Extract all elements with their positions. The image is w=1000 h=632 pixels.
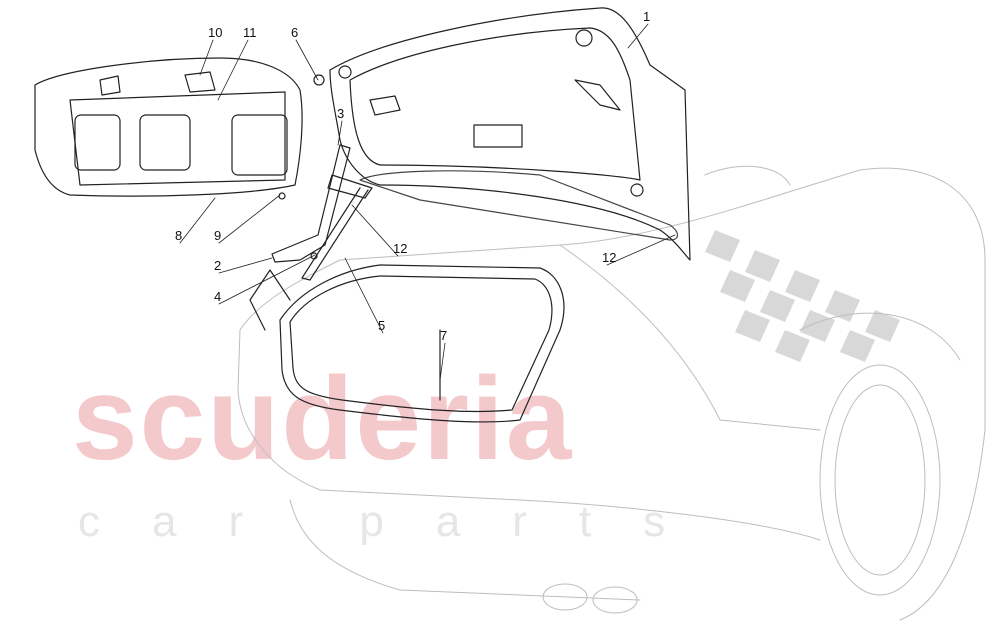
callout-12: 12 <box>393 241 408 256</box>
callout-7: 7 <box>440 328 448 343</box>
inner-panel <box>34 57 303 197</box>
watermark-sub: car parts <box>78 497 718 546</box>
leader-line <box>606 234 676 266</box>
leader-line <box>199 39 214 76</box>
trunk-opening <box>249 170 679 423</box>
trunk-lid <box>329 7 691 261</box>
leader-line <box>337 120 343 146</box>
callout-12: 12 <box>602 250 617 265</box>
leader-line <box>295 39 319 81</box>
car-body <box>237 165 986 621</box>
callout-4: 4 <box>214 289 222 304</box>
callout-10: 10 <box>208 25 223 40</box>
checker-flag <box>705 230 900 362</box>
callout-6: 6 <box>291 25 299 40</box>
callout-11: 11 <box>243 25 257 40</box>
callout-8: 8 <box>175 228 183 243</box>
leader-line <box>218 254 316 305</box>
leader-line <box>179 197 216 244</box>
leader-line <box>218 257 273 274</box>
callout-1: 1 <box>643 9 651 24</box>
watermark-brand: scuderia <box>72 353 574 485</box>
leader-line <box>351 204 399 257</box>
hinge-strut <box>271 74 373 281</box>
leader-line <box>217 39 249 101</box>
callout-2: 2 <box>214 258 222 273</box>
leader-line <box>344 257 384 334</box>
callout-3: 3 <box>337 106 345 121</box>
leader-line <box>218 194 281 244</box>
leader-line <box>627 23 649 49</box>
callout-5: 5 <box>378 318 386 333</box>
callout-9: 9 <box>214 228 222 243</box>
leader-line <box>439 342 446 381</box>
